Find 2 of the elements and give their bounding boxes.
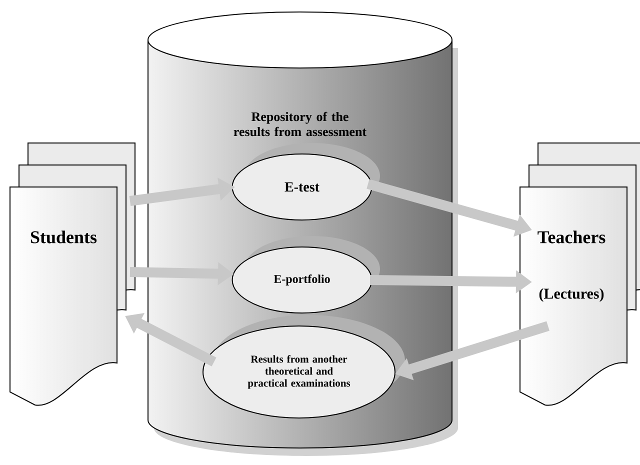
document-stack: Students: [10, 142, 136, 406]
document-stack: Teachers (Lectures): [520, 142, 640, 406]
